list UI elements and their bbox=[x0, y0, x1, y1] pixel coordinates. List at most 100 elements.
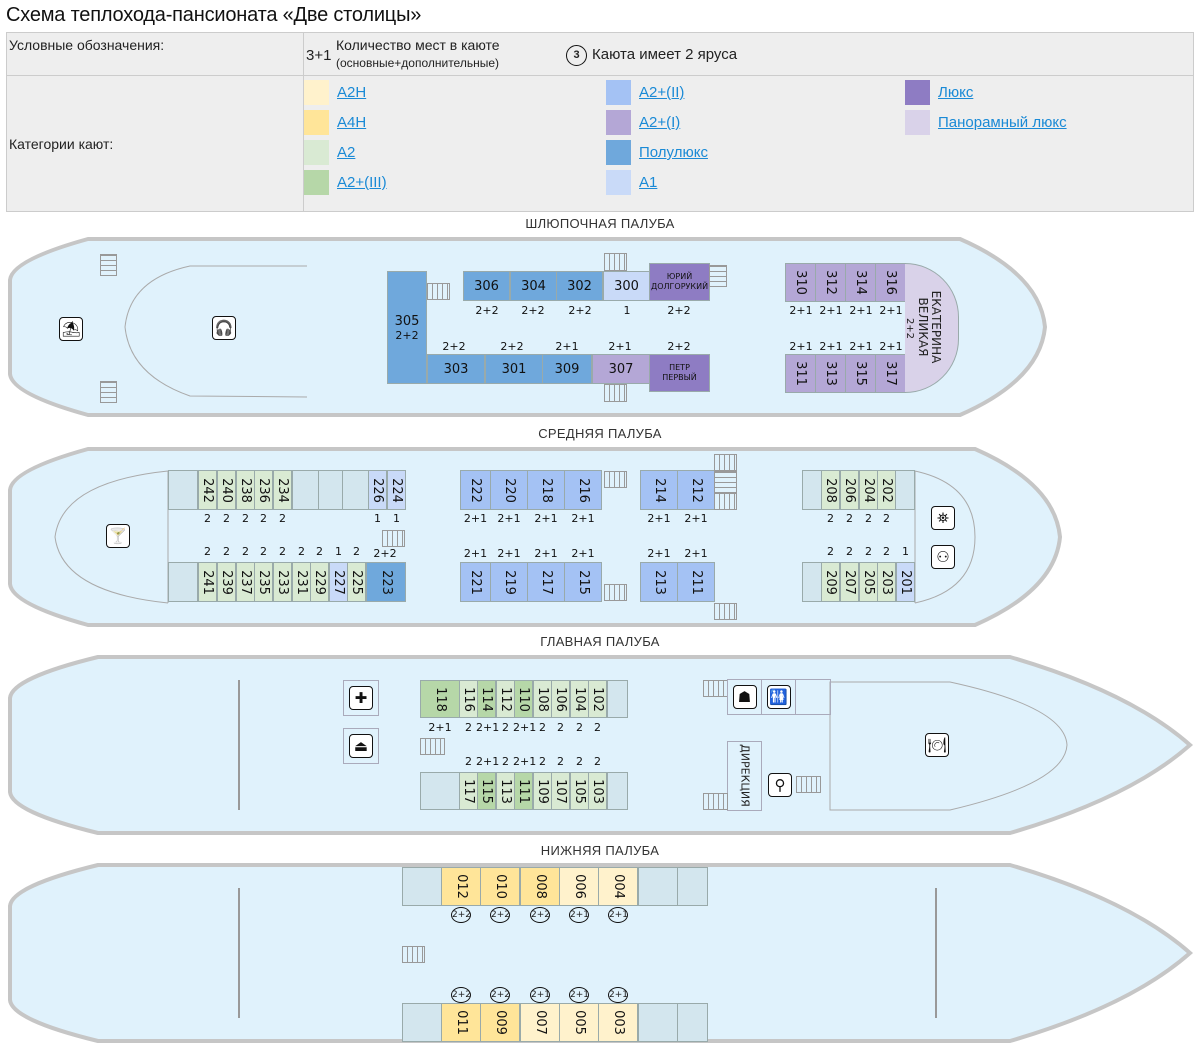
cabin-012[interactable]: 012 bbox=[441, 867, 481, 906]
cabin-102[interactable]: 102 bbox=[588, 680, 607, 718]
cabin-241[interactable]: 241 bbox=[198, 562, 217, 602]
cabin-314[interactable]: 314 bbox=[845, 263, 876, 302]
category-1: A4H bbox=[304, 110, 366, 135]
cabin-215[interactable]: 215 bbox=[564, 562, 602, 602]
cabin-capacity: 2+1 bbox=[647, 547, 671, 560]
cabin-207[interactable]: 207 bbox=[840, 562, 859, 602]
cabin-212[interactable]: 212 bbox=[677, 470, 715, 510]
cabin-213[interactable]: 213 bbox=[640, 562, 678, 602]
cabin-223[interactable]: 223 bbox=[366, 562, 406, 602]
category-link[interactable]: Полулюкс bbox=[639, 144, 708, 161]
category-swatch bbox=[606, 140, 631, 165]
cabin-315[interactable]: 315 bbox=[845, 354, 876, 393]
cabin-300[interactable]: 300 bbox=[603, 271, 650, 301]
cabin-116[interactable]: 116 bbox=[459, 680, 478, 718]
cabin-316[interactable]: 316 bbox=[875, 263, 906, 302]
cabin-petr-pervy[interactable]: ПЕТР ПЕРВЫЙ bbox=[649, 354, 710, 392]
cabin-240[interactable]: 240 bbox=[217, 470, 236, 510]
cabin-203[interactable]: 203 bbox=[877, 562, 896, 602]
cabin-236[interactable]: 236 bbox=[254, 470, 273, 510]
cabin-225[interactable]: 225 bbox=[347, 562, 366, 602]
cabin-309[interactable]: 309 bbox=[542, 354, 592, 384]
cabin-115[interactable]: 115 bbox=[477, 772, 496, 810]
cabin-202[interactable]: 202 bbox=[877, 470, 896, 510]
category-link[interactable]: A2 bbox=[337, 144, 356, 161]
cabin-number: 311 bbox=[792, 361, 808, 386]
cabin-105[interactable]: 105 bbox=[570, 772, 589, 810]
cabin-312[interactable]: 312 bbox=[815, 263, 846, 302]
category-link[interactable]: A2+(I) bbox=[639, 114, 681, 131]
cabin-211[interactable]: 211 bbox=[677, 562, 715, 602]
cabin-103[interactable]: 103 bbox=[588, 772, 607, 810]
cabin-216[interactable]: 216 bbox=[564, 470, 602, 510]
cabin-111[interactable]: 111 bbox=[514, 772, 533, 810]
category-link[interactable]: A1 bbox=[639, 174, 658, 191]
cabin-104[interactable]: 104 bbox=[570, 680, 589, 718]
category-link[interactable]: Люкс bbox=[938, 84, 974, 101]
cabin-yuri-dolgoruky[interactable]: ЮРИЙ ДОЛГОРУКИЙ bbox=[649, 263, 710, 301]
cabin-217[interactable]: 217 bbox=[527, 562, 565, 602]
cabin-238[interactable]: 238 bbox=[236, 470, 255, 510]
cabin-222[interactable]: 222 bbox=[460, 470, 491, 510]
cabin-301[interactable]: 301 bbox=[485, 354, 543, 384]
cabin-capacity: 2+1 bbox=[534, 512, 558, 525]
cabin-009[interactable]: 009 bbox=[480, 1003, 520, 1042]
cabin-310[interactable]: 310 bbox=[785, 263, 816, 302]
cabin-221[interactable]: 221 bbox=[460, 562, 491, 602]
cabin-242[interactable]: 242 bbox=[198, 470, 217, 510]
category-link[interactable]: A2+(III) bbox=[337, 174, 387, 191]
cabin-235[interactable]: 235 bbox=[254, 562, 273, 602]
cabin-305[interactable]: 305 2+2 bbox=[387, 271, 427, 384]
cabin-302[interactable]: 302 bbox=[556, 271, 603, 301]
cabin-304[interactable]: 304 bbox=[510, 271, 557, 301]
cabin-226[interactable]: 226 bbox=[368, 470, 387, 510]
cabin-114[interactable]: 114 bbox=[477, 680, 496, 718]
cabin-117[interactable]: 117 bbox=[459, 772, 478, 810]
cabin-224[interactable]: 224 bbox=[387, 470, 406, 510]
cabin-112[interactable]: 112 bbox=[496, 680, 515, 718]
cabin-218[interactable]: 218 bbox=[527, 470, 565, 510]
cabin-229[interactable]: 229 bbox=[310, 562, 329, 602]
cabin-005[interactable]: 005 bbox=[559, 1003, 599, 1042]
cabin-205[interactable]: 205 bbox=[859, 562, 878, 602]
cabin-313[interactable]: 313 bbox=[815, 354, 846, 393]
cabin-214[interactable]: 214 bbox=[640, 470, 678, 510]
cabin-208[interactable]: 208 bbox=[821, 470, 840, 510]
cabin-108[interactable]: 108 bbox=[533, 680, 552, 718]
cabin-007[interactable]: 007 bbox=[520, 1003, 560, 1042]
cabin-capacity: 2 bbox=[576, 755, 583, 768]
cabin-113[interactable]: 113 bbox=[496, 772, 515, 810]
cabin-227[interactable]: 227 bbox=[329, 562, 348, 602]
cabin-008[interactable]: 008 bbox=[520, 867, 560, 906]
cabin-206[interactable]: 206 bbox=[840, 470, 859, 510]
cabin-003[interactable]: 003 bbox=[598, 1003, 638, 1042]
category-link[interactable]: A2+(II) bbox=[639, 84, 685, 101]
cabin-231[interactable]: 231 bbox=[292, 562, 311, 602]
cabin-107[interactable]: 107 bbox=[551, 772, 570, 810]
cabin-209[interactable]: 209 bbox=[821, 562, 840, 602]
category-link[interactable]: Панорамный люкс bbox=[938, 114, 1067, 131]
cabin-303[interactable]: 303 bbox=[427, 354, 485, 384]
cabin-317[interactable]: 317 bbox=[875, 354, 906, 393]
cabin-311[interactable]: 311 bbox=[785, 354, 816, 393]
cabin-010[interactable]: 010 bbox=[480, 867, 520, 906]
cabin-201[interactable]: 201 bbox=[896, 562, 915, 602]
cabin-106[interactable]: 106 bbox=[551, 680, 570, 718]
cabin-118[interactable]: 118 bbox=[420, 680, 460, 718]
cabin-219[interactable]: 219 bbox=[490, 562, 528, 602]
cabin-110[interactable]: 110 bbox=[514, 680, 533, 718]
cabin-234[interactable]: 234 bbox=[273, 470, 292, 510]
cabin-204[interactable]: 204 bbox=[859, 470, 878, 510]
cabin-239[interactable]: 239 bbox=[217, 562, 236, 602]
category-link[interactable]: A2H bbox=[337, 84, 367, 101]
cabin-237[interactable]: 237 bbox=[236, 562, 255, 602]
cabin-307[interactable]: 307 bbox=[592, 354, 650, 384]
cabin-233[interactable]: 233 bbox=[273, 562, 292, 602]
cabin-109[interactable]: 109 bbox=[533, 772, 552, 810]
cabin-011[interactable]: 011 bbox=[441, 1003, 481, 1042]
cabin-006[interactable]: 006 bbox=[559, 867, 599, 906]
cabin-004[interactable]: 004 bbox=[598, 867, 638, 906]
cabin-306[interactable]: 306 bbox=[463, 271, 510, 301]
category-link[interactable]: A4H bbox=[337, 114, 367, 131]
cabin-220[interactable]: 220 bbox=[490, 470, 528, 510]
